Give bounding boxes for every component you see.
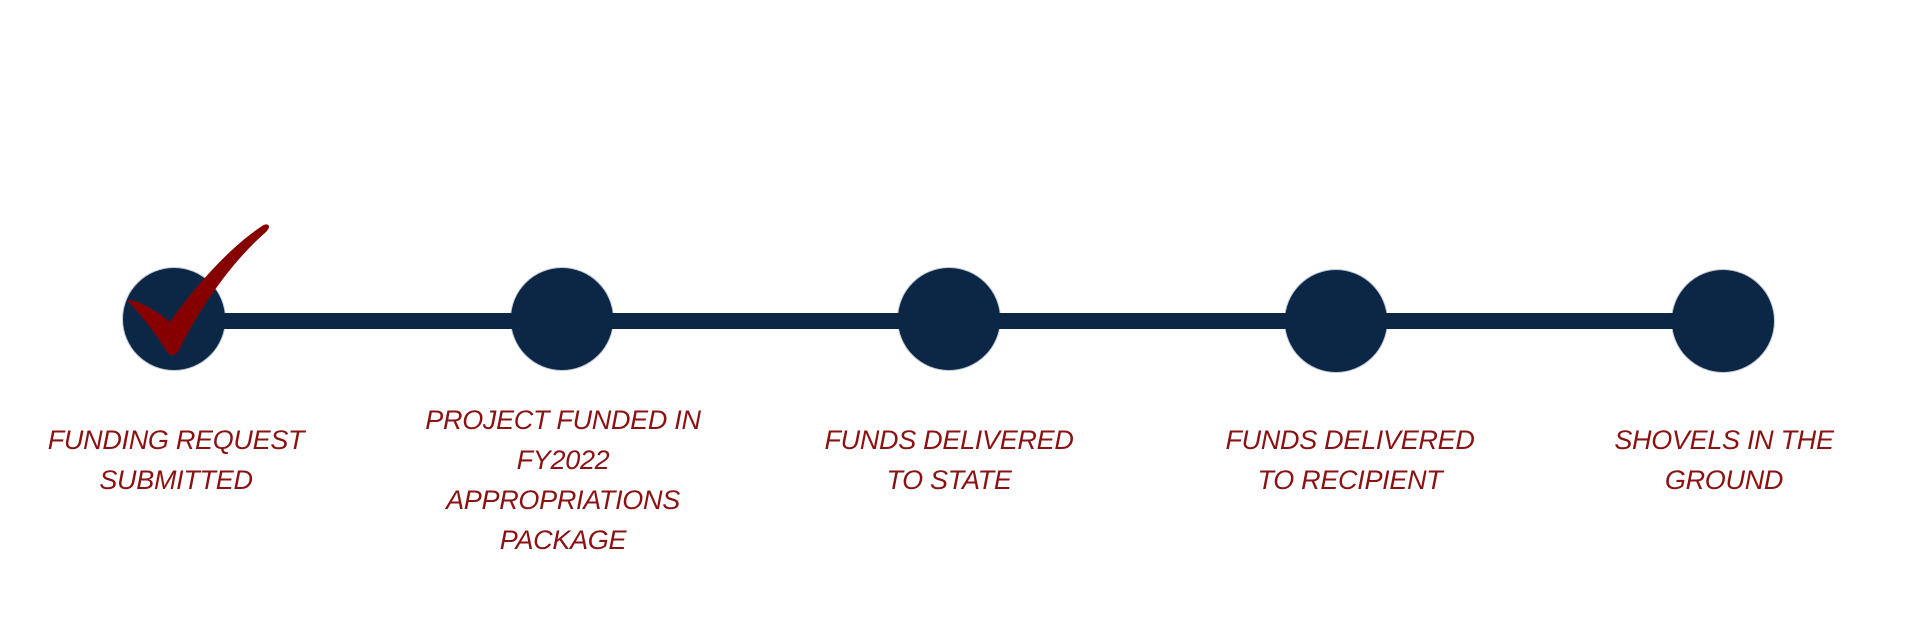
connector-3-4 <box>993 313 1293 329</box>
connector-2-3 <box>605 313 905 329</box>
step-label-line: FUNDING REQUEST <box>47 425 305 455</box>
step-label-line: FUNDS DELIVERED <box>824 425 1074 455</box>
step-label-line: FUNDS DELIVERED <box>1225 425 1475 455</box>
step-label-line: PACKAGE <box>499 525 627 555</box>
step-label-line: APPROPRIATIONS <box>446 485 680 515</box>
step-label-line: FY2022 <box>516 445 610 475</box>
step-label-5: SHOVELS IN THE GROUND <box>1554 420 1894 500</box>
step-label-line: TO RECIPIENT <box>1257 465 1443 495</box>
step-node-5 <box>1672 270 1774 372</box>
step-label-line: GROUND <box>1664 465 1784 495</box>
step-node-3 <box>898 268 1000 370</box>
step-node-2 <box>511 268 613 370</box>
step-label-3: FUNDS DELIVERED TO STATE <box>779 420 1119 500</box>
connector-1-2 <box>220 313 520 329</box>
connector-4-5 <box>1380 313 1680 329</box>
step-label-line: SHOVELS IN THE <box>1614 425 1834 455</box>
step-label-2: PROJECT FUNDED IN FY2022 APPROPRIATIONS … <box>393 400 733 560</box>
step-label-line: TO STATE <box>886 465 1012 495</box>
step-label-4: FUNDS DELIVERED TO RECIPIENT <box>1180 420 1520 500</box>
step-label-1: FUNDING REQUEST SUBMITTED <box>6 420 346 500</box>
step-node-1 <box>123 268 225 370</box>
step-node-4 <box>1285 270 1387 372</box>
step-label-line: PROJECT FUNDED IN <box>425 405 701 435</box>
step-label-line: SUBMITTED <box>99 465 253 495</box>
